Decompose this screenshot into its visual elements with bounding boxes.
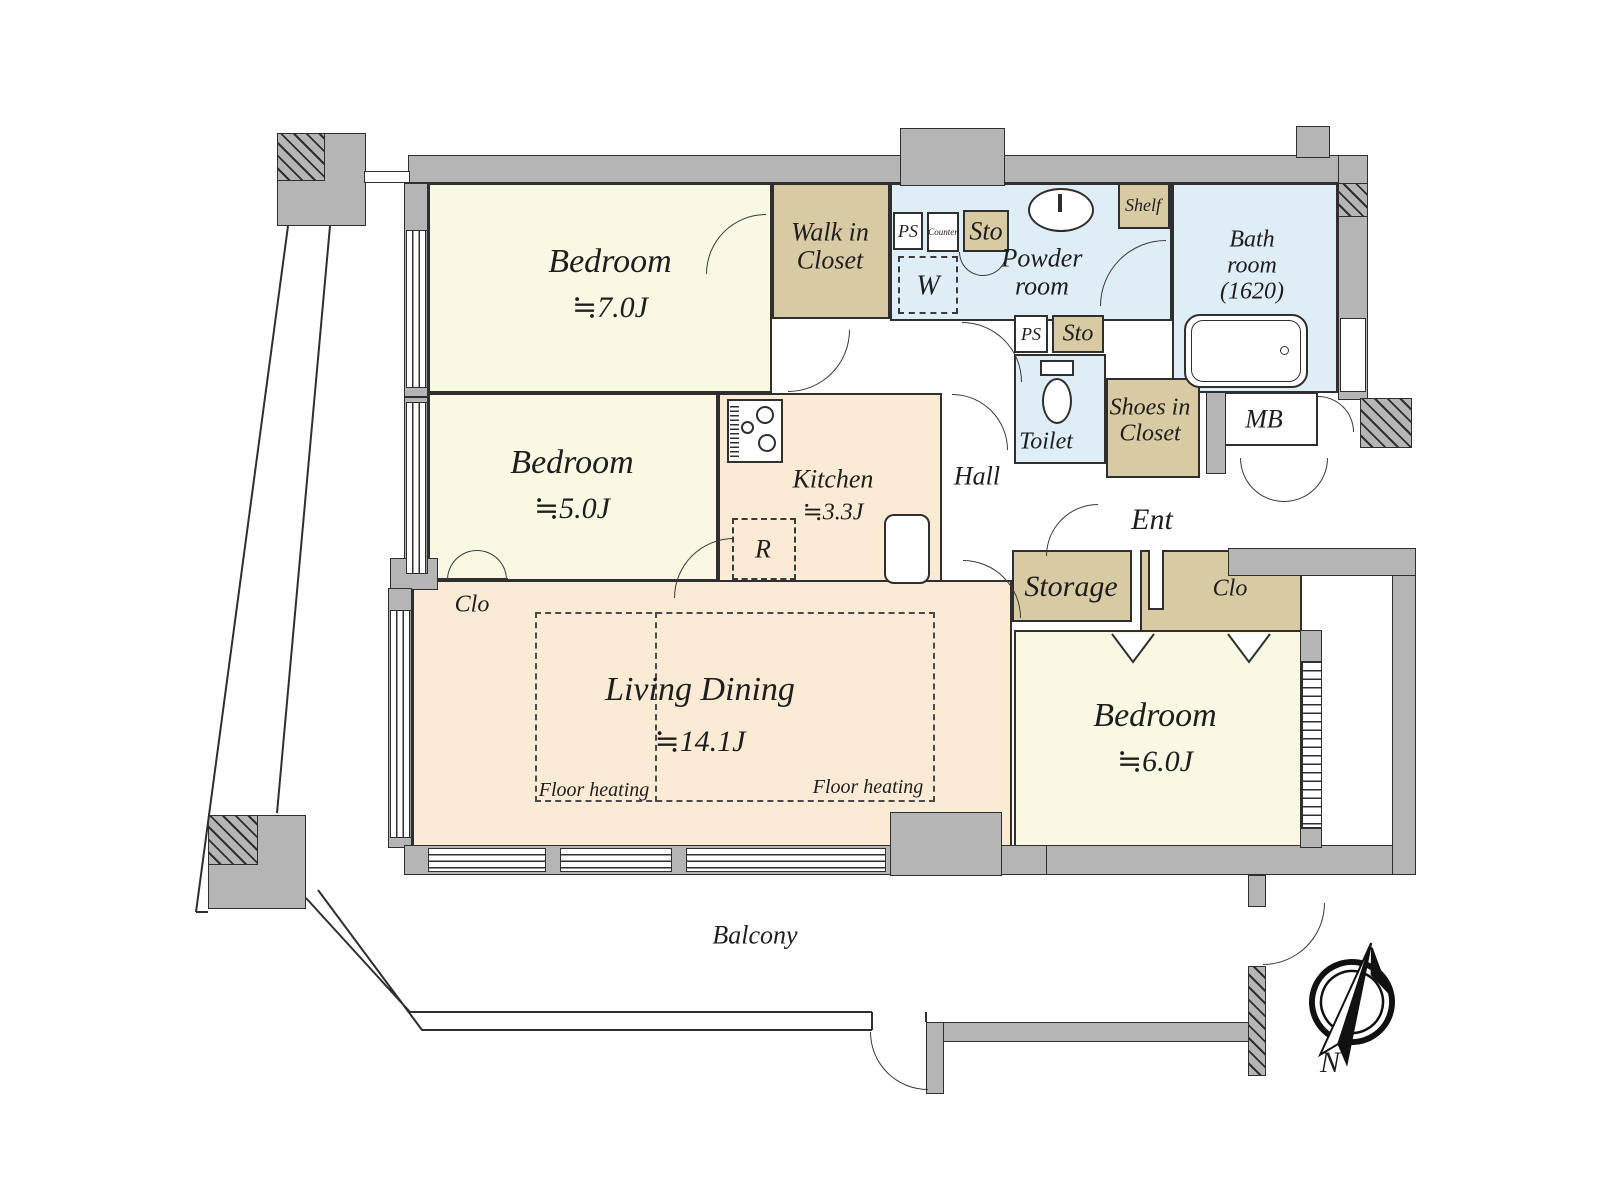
label-compass-north: N xyxy=(1319,1046,1341,1080)
label-powder-1: Powder xyxy=(1001,243,1083,273)
box-shelf xyxy=(1118,183,1170,229)
label-bedroom-top: Bedroom xyxy=(548,242,672,280)
label-storage: Storage xyxy=(1024,570,1118,604)
compass-icon xyxy=(1309,942,1395,1067)
window-bedroom-right xyxy=(1302,662,1322,828)
wall-stub-top-right xyxy=(1296,126,1330,158)
label-clo-right: Clo xyxy=(1212,575,1248,602)
block-bottom-left-hatch xyxy=(208,815,258,865)
wall-pillar-bottom xyxy=(890,812,1002,876)
label-clo-left: Clo xyxy=(454,591,490,618)
floor-heating-divider xyxy=(655,612,657,802)
label-wic-2: Closet xyxy=(796,245,864,275)
block-top-left-hatch xyxy=(277,133,325,181)
label-ps-top: PS xyxy=(898,220,918,241)
label-bedroom-top-size: ≒7.0J xyxy=(572,291,648,325)
box-sto-mid xyxy=(1052,315,1104,353)
label-kitchen: Kitchen xyxy=(792,464,874,494)
wall-pillar-top xyxy=(900,128,1005,186)
stove-burner-1 xyxy=(756,406,774,424)
label-bath-2: room xyxy=(1227,252,1277,279)
wall-ent-left xyxy=(1206,392,1226,474)
label-fridge: R xyxy=(755,534,771,564)
window-living-bottom-1 xyxy=(428,848,546,872)
label-sic-2: Closet xyxy=(1119,420,1181,447)
connector-bar xyxy=(364,171,410,183)
box-ps-top xyxy=(893,212,923,250)
label-living-size: ≒14.1J xyxy=(654,725,746,759)
room-storage xyxy=(1012,550,1132,622)
stove-grill xyxy=(730,403,739,459)
window-bath xyxy=(1340,318,1366,392)
kitchen-sink xyxy=(884,514,930,584)
floor-heating-zone xyxy=(535,612,935,802)
toilet-bowl xyxy=(1042,378,1072,424)
powder-sink-faucet xyxy=(1058,194,1062,212)
room-living xyxy=(412,580,1012,848)
label-floor-heating-left: Floor heating xyxy=(538,778,650,801)
label-bedroom-right: Bedroom xyxy=(1093,696,1217,734)
window-living-bottom-3 xyxy=(686,848,886,872)
label-balcony: Balcony xyxy=(712,920,798,950)
wall-hatch-right-top xyxy=(1338,183,1368,217)
wall-bottom-right xyxy=(1046,845,1416,875)
box-sto-top xyxy=(963,210,1009,252)
window-living-bottom-2 xyxy=(560,848,672,872)
wall-balcony-right-b xyxy=(1248,966,1266,1076)
balcony-outline xyxy=(305,889,873,1031)
label-counter: Counter xyxy=(928,226,958,237)
box-counter xyxy=(927,212,959,252)
label-bath-3: (1620) xyxy=(1220,278,1284,305)
room-walk-in-closet xyxy=(772,183,890,319)
wall-b6-right-top xyxy=(1300,630,1322,662)
window-bedroom-mid-left xyxy=(406,402,428,574)
bathtub-drain xyxy=(1280,346,1289,355)
label-shelf: Shelf xyxy=(1125,194,1161,215)
wall-top xyxy=(408,155,1350,183)
wedge-lines xyxy=(195,225,331,913)
closet-fold-mark-1 xyxy=(1111,633,1155,664)
label-toilet: Toilet xyxy=(1019,428,1073,455)
room-shoes-in-closet xyxy=(1106,378,1200,478)
label-bedroom-mid: Bedroom xyxy=(510,443,634,481)
room-bedroom-top xyxy=(428,183,772,393)
window-living-left xyxy=(390,610,412,838)
wall-balcony-right-a xyxy=(1248,875,1266,907)
label-sic-1: Shoes in xyxy=(1109,394,1191,421)
label-washer: W xyxy=(916,270,940,302)
label-living: Living Dining xyxy=(605,670,795,708)
window-bedroom-top-left xyxy=(406,230,428,388)
room-bedroom-right xyxy=(1014,630,1302,848)
box-ps-mid xyxy=(1014,315,1048,353)
label-sto-mid: Sto xyxy=(1062,320,1094,347)
label-bedroom-mid-size: ≒5.0J xyxy=(534,492,610,526)
room-bedroom-mid xyxy=(428,393,718,581)
label-kitchen-size: ≒3.3J xyxy=(802,499,864,526)
label-wic-1: Walk in xyxy=(791,217,869,247)
label-ent: Ent xyxy=(1131,503,1173,537)
stove-burner-2 xyxy=(758,434,776,452)
toilet-tank xyxy=(1040,360,1074,376)
clo-right-notch xyxy=(1148,550,1164,610)
washing-machine-outline xyxy=(898,256,958,314)
label-powder-2: room xyxy=(1015,271,1069,301)
wall-block-entrance xyxy=(1360,398,1412,448)
wall-right-strip xyxy=(1392,556,1416,875)
label-sto-top: Sto xyxy=(969,216,1003,246)
label-mb: MB xyxy=(1245,404,1283,434)
wall-clo-top xyxy=(1228,548,1416,576)
label-floor-heating-right: Floor heating xyxy=(812,775,924,798)
stove-burner-3 xyxy=(741,421,754,434)
label-hall: Hall xyxy=(953,461,1001,491)
label-bedroom-right-size: ≒6.0J xyxy=(1117,745,1193,779)
bathtub-inner xyxy=(1191,320,1301,382)
label-bath-1: Bath xyxy=(1229,226,1275,253)
wall-b6-right-bottom xyxy=(1300,828,1322,848)
closet-fold-mark-2 xyxy=(1227,633,1271,664)
label-ps-mid: PS xyxy=(1021,323,1041,344)
